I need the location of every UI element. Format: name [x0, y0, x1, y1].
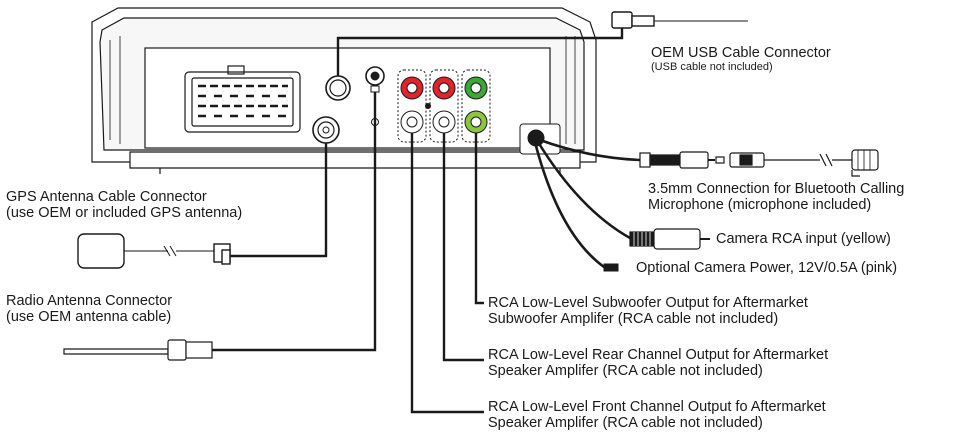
camera-power-label-line1: Optional Camera Power, 12V/0.5A (pink): [636, 260, 898, 276]
gps-connector-label: GPS Antenna Cable Connector (use OEM or …: [6, 189, 242, 221]
rear-label-line1: RCA Low-Level Rear Channel Output for Af…: [488, 347, 829, 363]
front-output-label: RCA Low-Level Front Channel Output fo Af…: [488, 399, 826, 431]
leader-lines: [212, 24, 624, 414]
gps-label-line1: GPS Antenna Cable Connector: [6, 189, 207, 205]
radio-label-line1: Radio Antenna Connector: [6, 293, 173, 309]
subwoofer-label-line2: Subwoofer Amplifer (RCA cable not includ…: [488, 311, 779, 327]
subwoofer-output-label: RCA Low-Level Subwoofer Output for After…: [488, 295, 808, 327]
gps-antenna-port: [312, 116, 340, 144]
mic-label-line2: Microphone (microphone included): [648, 197, 872, 213]
camera-power-plug-icon: [603, 263, 619, 272]
usb-label-line2: (USB cable not included): [651, 61, 773, 73]
usb-plug-icon: [611, 11, 748, 29]
pigtail-cables: [534, 138, 641, 269]
camera-rca-plug-icon: [629, 228, 710, 250]
pigtail-grommet: [519, 123, 561, 155]
subwoofer-label-line1: RCA Low-Level Subwoofer Output for After…: [488, 295, 808, 311]
harness-connector: [184, 65, 301, 133]
microphone-label: 3.5mm Connection for Bluetooth Calling M…: [648, 181, 904, 213]
front-label-line2: Speaker Amplifer (RCA cable not included…: [488, 415, 763, 431]
radio-antenna-port: [365, 66, 385, 93]
radio-label-line2: (use OEM antenna cable): [6, 309, 172, 325]
front-label-line1: RCA Low-Level Front Channel Output fo Af…: [488, 399, 826, 415]
mic-label-line1: 3.5mm Connection for Bluetooth Calling: [648, 181, 905, 197]
rca-jacks: [397, 69, 491, 143]
rear-label-line2: Speaker Amplifer (RCA cable not included…: [488, 363, 763, 379]
camera-rca-label-line1: Camera RCA input (yellow): [716, 231, 891, 247]
camera-power-label: Optional Camera Power, 12V/0.5A (pink): [636, 260, 897, 276]
microphone-plug-icon: [639, 151, 852, 169]
usb-port: [325, 75, 351, 101]
usb-label-line1: OEM USB Cable Connector: [651, 45, 831, 61]
usb-connector-label: OEM USB Cable Connector (USB cable not i…: [651, 45, 831, 74]
gps-label-line2: (use OEM or included GPS antenna): [6, 205, 243, 221]
gps-antenna-icon: [77, 233, 231, 269]
microphone-icon: [851, 149, 879, 177]
camera-rca-label: Camera RCA input (yellow): [716, 231, 891, 247]
rear-output-label: RCA Low-Level Rear Channel Output for Af…: [488, 347, 828, 379]
radio-connector-label: Radio Antenna Connector (use OEM antenna…: [6, 293, 172, 325]
radio-antenna-icon: [63, 339, 213, 361]
